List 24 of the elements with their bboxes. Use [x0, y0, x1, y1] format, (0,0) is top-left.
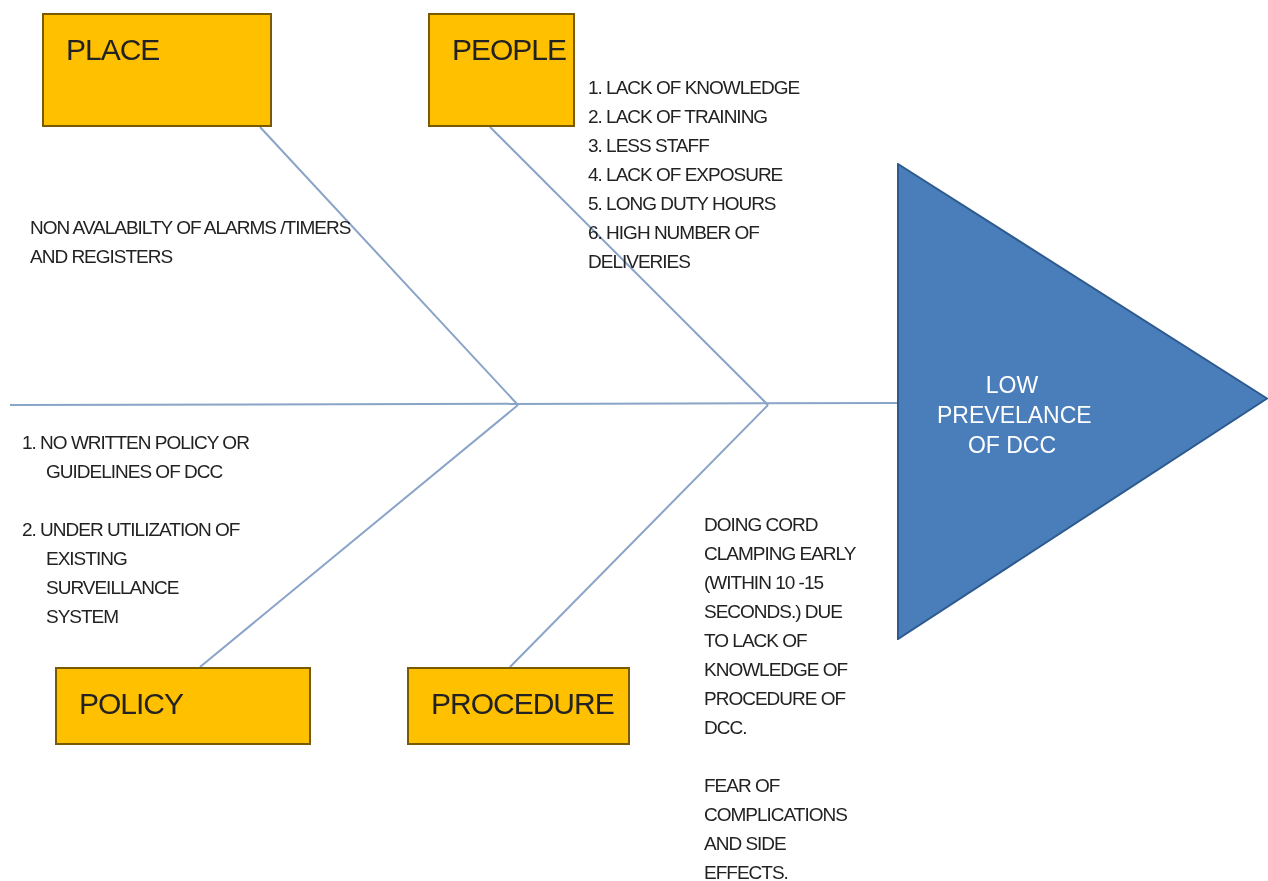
bone-line: [259, 126, 519, 406]
category-box: [42, 13, 272, 127]
spine-line: [9, 402, 898, 406]
category-label: PROCEDURE: [431, 687, 614, 721]
cause-text: 2. LACK OF TRAINING: [588, 105, 769, 129]
cause-text: NON AVALABILTY OF ALARMS /TIMERS AND REGISTERS: [30, 216, 352, 269]
cause-text: 1. NO WRITTEN POLICY OR GUIDELINES OF DCC: [22, 431, 250, 484]
bone-line: [489, 126, 769, 406]
cause-text: FEAR OF COMPLICATIONS AND SIDE EFFECTS.: [704, 774, 848, 881]
cause-text: DOING CORD CLAMPING EARLY (WITHIN 10 -15 SECONDS.) DUE TO LACK OF KNOWLEDGE OF PROCEDURE OF DCC.: [704, 513, 857, 740]
bone-line: [509, 404, 769, 668]
cause-text: 5. LONG DUTY HOURS: [588, 192, 777, 216]
cause-text: 1. LACK OF KNOWLEDGE: [588, 76, 801, 100]
category-box: [428, 13, 575, 127]
category-label: PEOPLE: [452, 33, 567, 67]
cause-text: 6. HIGH NUMBER OF DELIVERIES: [588, 221, 760, 274]
cause-text: 2. UNDER UTILIZATION OF EXISTING SURVEILLANCE SYSTEM: [22, 518, 241, 629]
category-box: [55, 667, 311, 745]
category-box: [407, 667, 630, 745]
bone-line: [199, 404, 519, 668]
category-label: POLICY: [79, 687, 184, 721]
cause-text: 4. LACK OF EXPOSURE: [588, 163, 784, 187]
cause-text: 3. LESS STAFF: [588, 134, 710, 158]
category-label: PLACE: [66, 33, 160, 67]
